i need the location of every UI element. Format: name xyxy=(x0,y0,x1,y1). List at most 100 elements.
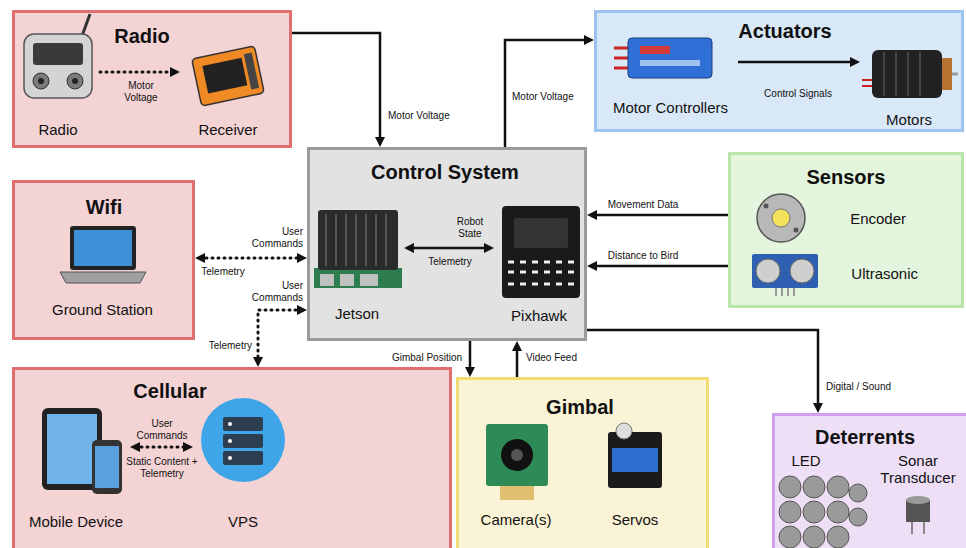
signal-arrow xyxy=(200,257,302,260)
group-title: Cellular xyxy=(133,380,206,403)
component: Motor Controllers xyxy=(603,34,738,116)
encoder xyxy=(757,194,805,242)
rc-transmitter xyxy=(24,14,92,98)
component: Encoder xyxy=(750,190,910,248)
part-caption: Ultrasonic xyxy=(851,265,918,282)
label-holder: Control Signals xyxy=(764,88,832,100)
part-caption: Sonar Transducer xyxy=(870,452,966,487)
server-icon xyxy=(223,434,263,448)
signal-label: Control Signals xyxy=(764,88,832,100)
component: Pixhawk xyxy=(494,198,584,324)
mobile-devices xyxy=(42,408,102,490)
component: Servos xyxy=(593,420,677,528)
led-array xyxy=(849,484,867,502)
signal-arrow xyxy=(738,61,855,64)
server-icon xyxy=(223,451,263,465)
speed-controller xyxy=(640,46,670,54)
component: Motors xyxy=(860,36,958,128)
signal-arrow xyxy=(587,330,818,408)
signal-arrow xyxy=(592,265,728,268)
signal-label: Digital / Sound xyxy=(826,381,891,393)
jetson-board xyxy=(314,268,402,288)
server-icon xyxy=(228,422,232,426)
component: VPS xyxy=(193,396,293,530)
part-caption: Servos xyxy=(612,511,659,528)
group-title: Radio xyxy=(114,25,170,48)
rc-transmitter xyxy=(82,14,90,36)
led-array xyxy=(849,508,867,526)
label-holder: Static Content + Telemetry xyxy=(123,456,201,480)
server-icon xyxy=(228,439,232,443)
part-caption: Motors xyxy=(886,111,932,128)
mobile-devices xyxy=(95,446,119,488)
label-holder: User Commands xyxy=(251,226,303,250)
label-holder: Motor Voltage xyxy=(388,110,450,122)
camera-module xyxy=(511,449,523,461)
led-array xyxy=(779,526,801,548)
encoder xyxy=(772,209,790,227)
component: Camera(s) xyxy=(470,420,562,528)
server-icon xyxy=(228,456,232,460)
rc-receiver xyxy=(192,46,265,106)
component: Radio xyxy=(16,20,100,138)
label-holder: Video Feed xyxy=(526,352,577,364)
jetson-board xyxy=(314,210,402,288)
servo xyxy=(616,423,632,439)
group-panel: ActuatorsMotor ControllersMotors xyxy=(594,10,964,132)
group-panel: CellularMobile DeviceVPS xyxy=(12,367,452,548)
motor xyxy=(862,80,872,86)
signal-arrow xyxy=(516,346,519,377)
server-icon xyxy=(201,398,285,482)
group-title: Gimbal xyxy=(546,396,614,419)
signal-label: Gimbal Position xyxy=(392,352,462,364)
component: Jetson xyxy=(310,198,404,322)
led-array xyxy=(803,526,825,548)
group-title: Actuators xyxy=(738,20,831,43)
rc-receiver xyxy=(244,53,259,90)
group-panel: DeterrentsLEDSonar Transducer xyxy=(772,413,966,548)
component: Receiver xyxy=(180,38,276,138)
label-holder: Motor Voltage xyxy=(512,91,574,103)
label-holder: Movement Data xyxy=(608,199,679,211)
component: Ground Station xyxy=(40,220,165,318)
signal-arrow xyxy=(100,71,175,74)
signal-arrow xyxy=(258,310,302,362)
laptop xyxy=(60,272,146,283)
group-panel: RadioRadioReceiver xyxy=(12,10,292,148)
group-panel: WifiGround Station xyxy=(12,180,195,340)
signal-arrow xyxy=(135,446,188,449)
ultrasonic-sensor xyxy=(752,254,818,296)
signal-label: Robot State xyxy=(453,216,487,240)
jetson-board xyxy=(320,274,334,286)
rc-transmitter xyxy=(67,73,83,89)
label-holder: Robot State xyxy=(453,216,487,240)
led-array xyxy=(827,526,849,548)
signal-label: Static Content + Telemetry xyxy=(123,456,201,480)
jetson-board xyxy=(318,210,398,270)
signal-label: Distance to Bird xyxy=(608,250,679,262)
component: Ultrasonic xyxy=(750,248,922,300)
rc-transmitter xyxy=(72,78,78,84)
speed-controller xyxy=(614,38,712,78)
server-icon xyxy=(201,398,285,482)
sonar-transducer xyxy=(906,496,930,534)
group-title: Sensors xyxy=(807,166,886,189)
label-holder: Motor Voltage xyxy=(120,80,162,104)
label-holder: Digital / Sound xyxy=(826,381,891,393)
part-caption: Jetson xyxy=(335,305,379,322)
speed-controller xyxy=(614,48,630,68)
laptop xyxy=(60,226,146,283)
laptop xyxy=(70,226,136,270)
part-caption: LED xyxy=(791,452,820,469)
sonar-transducer xyxy=(906,500,930,522)
led-array xyxy=(827,501,849,523)
rc-receiver xyxy=(202,58,247,94)
led-array xyxy=(827,476,849,498)
signal-label: Telemetry xyxy=(201,266,244,278)
motor xyxy=(862,50,958,98)
